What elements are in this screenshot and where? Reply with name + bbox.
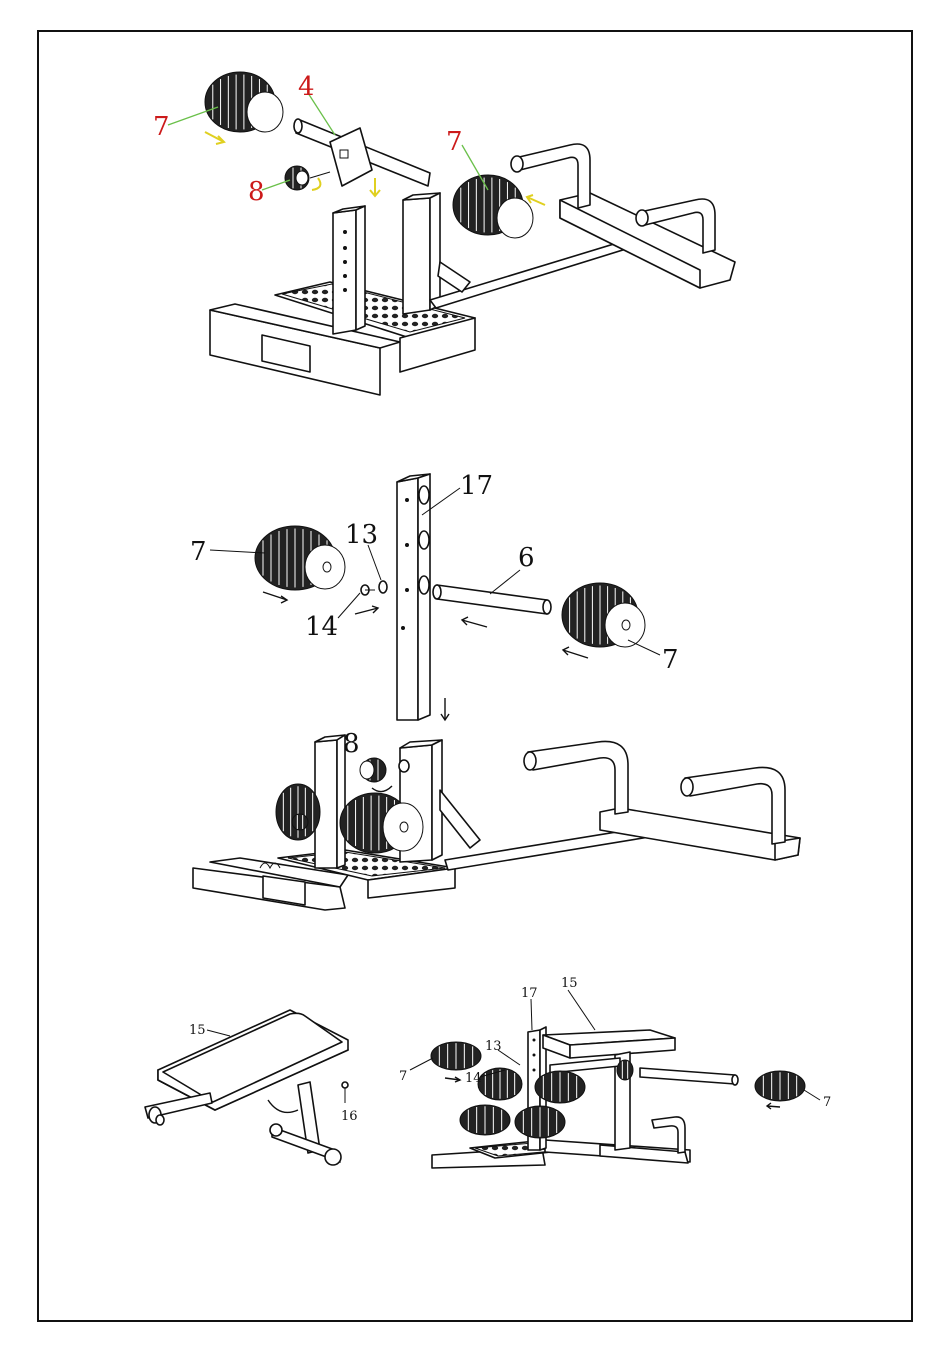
roller-7-right xyxy=(453,175,533,238)
label-part-7: 7 xyxy=(662,645,679,675)
roller-7-d xyxy=(755,1071,805,1101)
label-part-16: 16 xyxy=(341,1109,358,1124)
step3-final-illustration: 17 15 13 7 14 7 xyxy=(399,976,831,1168)
label-part-13: 13 xyxy=(345,520,378,550)
roller-7-assembled-left xyxy=(276,784,320,840)
label-part-7: 7 xyxy=(823,1095,831,1110)
step1-illustration: 7 4 7 8 xyxy=(153,72,735,395)
label-part-15: 15 xyxy=(561,976,578,991)
label-part-4: 4 xyxy=(298,72,315,102)
step3-seat-illustration: 15 16 xyxy=(145,1010,358,1165)
label-part-7: 7 xyxy=(153,112,170,142)
roller-7-c xyxy=(460,1105,565,1138)
label-part-8: 8 xyxy=(248,177,265,207)
label-part-6: 6 xyxy=(518,543,535,573)
label-part-14: 14 xyxy=(305,612,338,642)
roller-7-right xyxy=(562,583,645,647)
roller-7-a xyxy=(431,1042,481,1070)
label-part-17: 17 xyxy=(521,986,538,1001)
label-part-15: 15 xyxy=(189,1023,206,1038)
roller-7-left xyxy=(205,72,283,132)
label-part-13: 13 xyxy=(485,1039,502,1054)
label-part-14: 14 xyxy=(465,1071,482,1086)
roller-7-left xyxy=(255,526,345,590)
label-part-7: 7 xyxy=(190,537,207,567)
label-part-17: 17 xyxy=(460,471,493,501)
label-part-7: 7 xyxy=(446,127,463,157)
step2-illustration: 17 13 7 6 14 7 8 xyxy=(190,471,800,910)
label-part-7: 7 xyxy=(399,1069,407,1084)
